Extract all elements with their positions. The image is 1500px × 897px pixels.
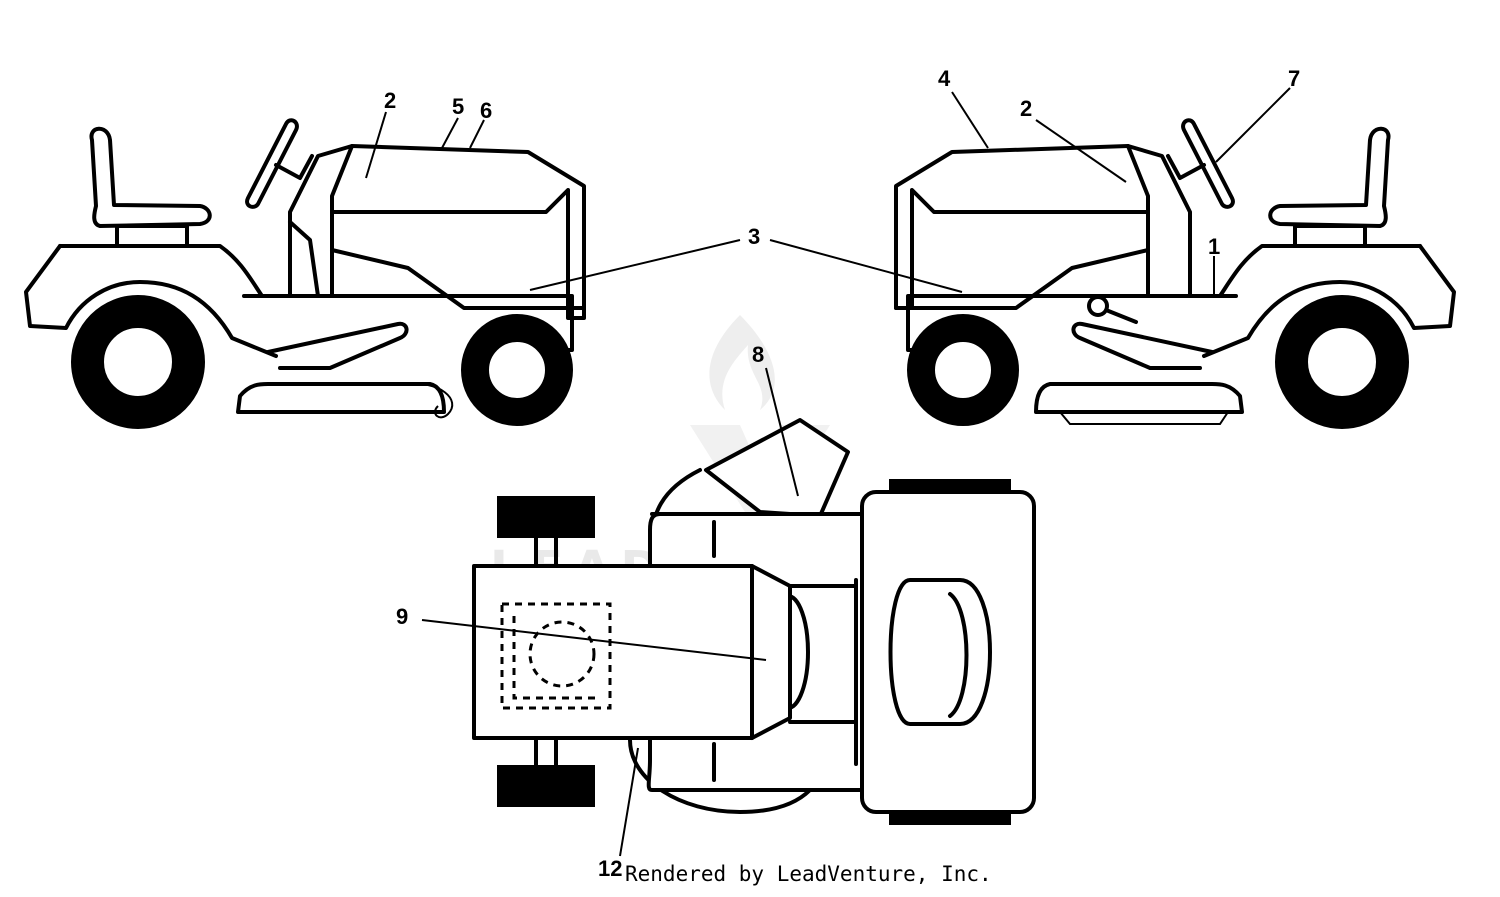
right-fender-outline bbox=[1202, 244, 1456, 358]
left-hood-lower bbox=[330, 248, 586, 310]
left-mower-deck bbox=[236, 382, 446, 414]
top-view bbox=[472, 418, 1036, 825]
leader-top-8 bbox=[765, 367, 799, 497]
leader-right-4 bbox=[951, 91, 989, 149]
right-steering-wheel bbox=[1181, 118, 1235, 209]
right-hood-lower bbox=[894, 248, 1150, 310]
callout-right-4: 4 bbox=[938, 66, 951, 91]
leader-right-7 bbox=[1215, 87, 1291, 163]
right-deck-skirt bbox=[1059, 411, 1229, 425]
top-front-axle bbox=[534, 535, 558, 768]
callout-top-8: 8 bbox=[752, 342, 764, 367]
top-engine-cap bbox=[528, 620, 596, 688]
callout-numbers: 2 5 6 3 4 2 7 1 8 9 12 bbox=[384, 66, 1300, 881]
leader-top-9 bbox=[421, 619, 767, 661]
callout-top-12: 12 bbox=[598, 856, 622, 881]
right-front-rim bbox=[931, 338, 995, 402]
leader-right-2 bbox=[1035, 119, 1127, 183]
left-rear-rim bbox=[100, 324, 176, 400]
top-hood bbox=[472, 564, 754, 740]
top-body-lines bbox=[712, 520, 858, 782]
rendered-by-credit: Rendered by LeadVenture, Inc. bbox=[625, 862, 992, 886]
right-rear-rim bbox=[1304, 324, 1380, 400]
left-dash bbox=[288, 144, 354, 298]
left-side-view bbox=[24, 118, 586, 429]
left-steering-wheel bbox=[245, 118, 299, 209]
top-engine-outline bbox=[500, 602, 612, 710]
leader-lines bbox=[365, 87, 1291, 857]
right-seat-back bbox=[1268, 126, 1391, 228]
right-steering-column bbox=[1166, 154, 1206, 180]
callout-right-1: 1 bbox=[1208, 234, 1220, 259]
callout-3: 3 bbox=[748, 224, 760, 249]
right-side-view bbox=[894, 118, 1456, 429]
top-engine-inner bbox=[512, 616, 600, 700]
leader-left-2 bbox=[365, 111, 387, 179]
callout-right-2: 2 bbox=[1020, 96, 1032, 121]
leader-3-right bbox=[769, 239, 963, 293]
leader-3-left bbox=[529, 239, 741, 291]
top-rear-fender bbox=[860, 490, 1036, 814]
top-hood-taper bbox=[750, 564, 792, 740]
callout-left-5: 5 bbox=[452, 94, 464, 119]
right-seat-post bbox=[1293, 224, 1367, 248]
callout-left-2: 2 bbox=[384, 88, 396, 113]
left-steering-column bbox=[274, 154, 314, 180]
top-front-tire-lower bbox=[497, 765, 595, 807]
top-front-tire-upper bbox=[497, 496, 595, 538]
left-deck-cable bbox=[403, 382, 454, 419]
left-seat-back bbox=[89, 126, 212, 228]
callout-left-6: 6 bbox=[480, 98, 492, 123]
leader-left-6 bbox=[469, 119, 485, 149]
left-fender-outline bbox=[24, 244, 278, 358]
right-dash bbox=[1126, 144, 1192, 298]
leader-left-5 bbox=[441, 117, 459, 149]
right-throttle-knob bbox=[1087, 295, 1109, 317]
right-mower-deck bbox=[1034, 382, 1244, 414]
right-pedal-arm bbox=[1071, 321, 1214, 370]
callout-right-7: 7 bbox=[1288, 66, 1300, 91]
leader-top-12 bbox=[619, 747, 639, 857]
left-pedal-arm bbox=[266, 321, 409, 370]
callout-top-9: 9 bbox=[396, 604, 408, 629]
top-seat bbox=[888, 578, 992, 726]
left-hood bbox=[330, 144, 586, 320]
left-front-rim bbox=[485, 338, 549, 402]
top-discharge-chute bbox=[704, 418, 850, 518]
top-seat-back bbox=[948, 592, 969, 718]
watermark-flame-icon bbox=[709, 315, 775, 410]
left-seat-post bbox=[115, 224, 189, 248]
